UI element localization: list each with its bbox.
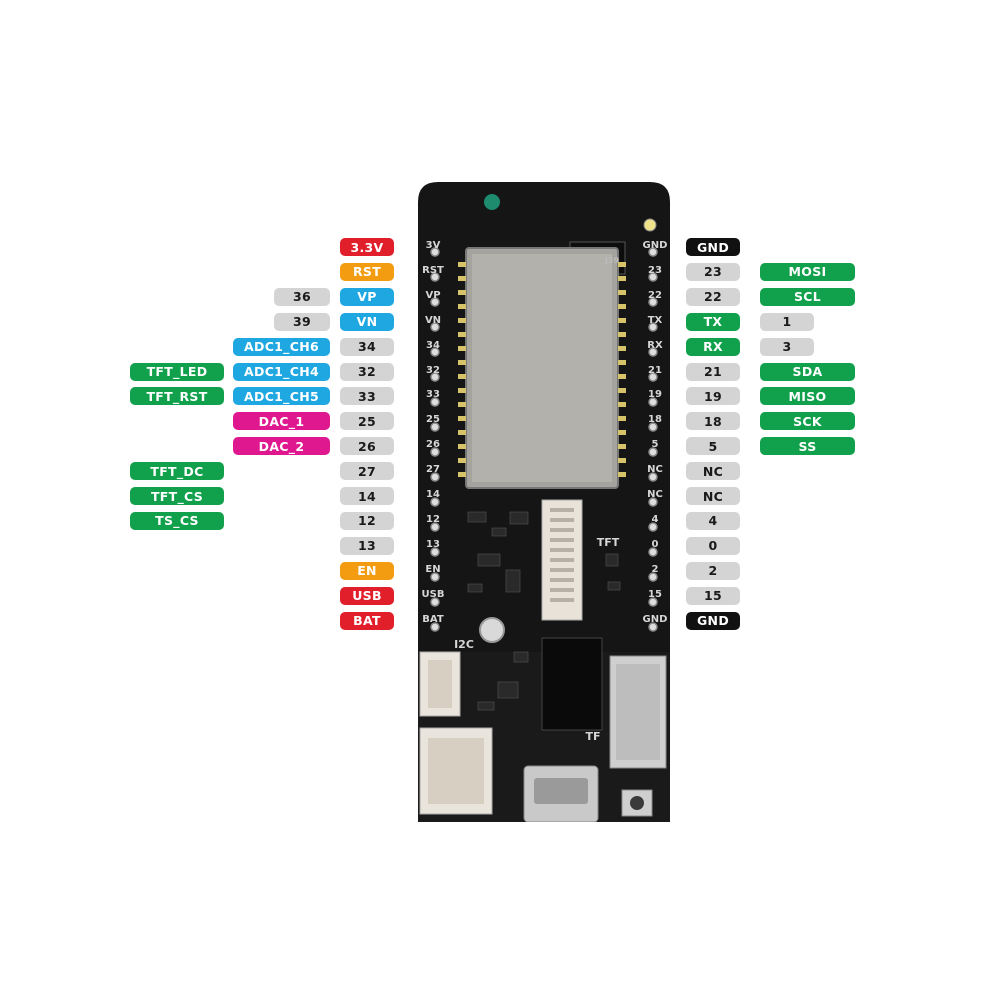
right-pin-function-label: SS (760, 437, 855, 456)
silk-left-label: 32 (426, 364, 440, 376)
right-pin-label: GND (686, 238, 740, 256)
silk-left-label: VP (425, 289, 441, 301)
silk-right-label: 2 (651, 563, 659, 575)
left-pin-label: 13 (340, 536, 394, 555)
silk-right-label: GND (642, 613, 668, 625)
left-pin-label: VN (340, 312, 394, 331)
silk-right-label: 21 (648, 364, 662, 376)
right-pin-label: 4 (686, 511, 740, 530)
right-pin-label: 0 (686, 536, 740, 555)
silk-right-label: NC (647, 489, 663, 500)
right-pin-label: NC (686, 462, 740, 481)
right-pin-label: TX (686, 312, 740, 331)
silk-i2c-label: I2C (454, 638, 474, 651)
left-pin-label: 27 (340, 462, 394, 481)
left-pin-label: RST (340, 262, 394, 281)
right-pin-label: 22 (686, 287, 740, 306)
left-pin-label: 26 (340, 437, 394, 456)
silk-right-label: 15 (648, 588, 662, 600)
silk-right-label: 0 (651, 538, 659, 550)
left-pin-function-label: TS_CS (130, 511, 224, 530)
left-pin-function-label: TFT_LED (130, 362, 224, 381)
left-pin-label: 3.3V (340, 238, 394, 256)
silk-left-label: 33 (426, 389, 440, 401)
silk-antenna-label: J39 (604, 256, 620, 265)
left-pin-label: 33 (340, 387, 394, 406)
right-pin-function-label: MISO (760, 387, 855, 406)
silk-left-label: RST (422, 264, 444, 276)
silk-right-label: 18 (648, 414, 662, 426)
left-pin-function-label: TFT_DC (130, 462, 224, 481)
left-pin-label: 25 (340, 412, 394, 431)
silk-left-label: VN (424, 314, 442, 326)
left-pin-function-label: TFT_CS (130, 487, 224, 505)
right-pin-label: 21 (686, 362, 740, 381)
left-pin-function-label: TFT_RST (130, 387, 224, 406)
silk-left-label: 25 (426, 414, 440, 426)
right-pin-function-label: SCL (760, 287, 855, 306)
left-pin-function-label: 39 (274, 312, 330, 331)
left-pin-function-label: 36 (274, 287, 330, 306)
silk-right-label: 23 (648, 264, 662, 276)
left-pin-label: 12 (340, 511, 394, 530)
silk-right-label: 4 (651, 513, 659, 525)
silk-left-label: 13 (426, 538, 440, 550)
right-pin-label: 19 (686, 387, 740, 406)
right-pin-function-label: 1 (760, 312, 814, 331)
silk-right-label: NC (647, 464, 663, 476)
right-pin-function-label: MOSI (760, 262, 855, 281)
board-graphic (418, 182, 670, 823)
left-pin-label: USB (340, 586, 394, 605)
right-pin-label: 23 (686, 262, 740, 281)
silk-right-label: 5 (651, 439, 659, 451)
right-pin-function-label: SCK (760, 412, 855, 431)
right-pin-label: RX (686, 337, 740, 356)
silk-left-label: 27 (426, 464, 440, 476)
silk-right-label: RX (647, 339, 663, 351)
left-pin-label: BAT (340, 611, 394, 630)
right-pin-label: 2 (686, 561, 740, 580)
right-pin-label: 15 (686, 586, 740, 605)
right-pin-function-label: SDA (760, 362, 855, 381)
left-pin-label: EN (340, 561, 394, 580)
right-pin-label: NC (686, 487, 740, 505)
left-pin-label: VP (340, 287, 394, 306)
silk-left-label: 3V (425, 240, 441, 251)
silk-left-label: 34 (426, 339, 440, 351)
left-pin-label: 34 (340, 337, 394, 356)
left-pin-function-label: ADC1_CH4 (233, 362, 330, 381)
silk-right-label: TX (647, 314, 663, 326)
silk-tf-label: TF (585, 730, 601, 743)
silk-left-label: 14 (426, 489, 440, 500)
silk-tft-label: TFT (596, 536, 620, 549)
silk-left-label: USB (421, 588, 445, 600)
left-pin-label: 32 (340, 362, 394, 381)
silk-left-label: 26 (426, 439, 440, 451)
left-pin-label: 14 (340, 487, 394, 505)
right-pin-label: GND (686, 611, 740, 630)
silk-left-label: BAT (422, 613, 444, 625)
right-pin-label: 5 (686, 437, 740, 456)
silk-left-label: EN (425, 563, 441, 575)
silk-right-label: 22 (648, 289, 662, 301)
silk-right-label: GND (642, 240, 668, 251)
left-pin-function-label: DAC_2 (233, 437, 330, 456)
right-pin-function-label: 3 (760, 337, 814, 356)
left-pin-function-label: ADC1_CH6 (233, 337, 330, 356)
silk-left-label: 12 (426, 513, 440, 525)
left-pin-function-label: ADC1_CH5 (233, 387, 330, 406)
silk-right-label: 19 (648, 389, 662, 401)
right-pin-label: 18 (686, 412, 740, 431)
left-pin-function-label: DAC_1 (233, 412, 330, 431)
